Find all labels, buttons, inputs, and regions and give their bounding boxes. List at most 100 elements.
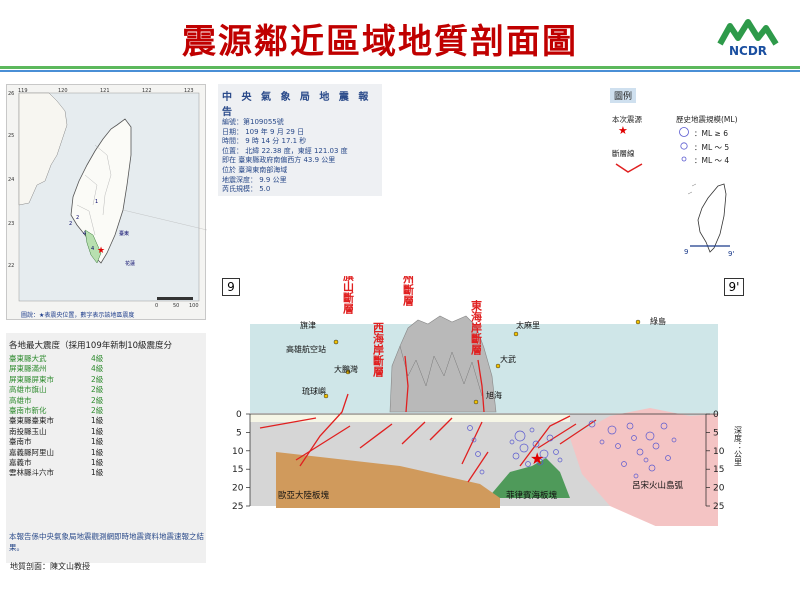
place-label: 旭海 (486, 390, 502, 400)
report-location: 位置： 北緯 22.38 度，東經 121.03 度 (222, 146, 348, 155)
profile-end-label: 9' (724, 278, 744, 296)
intensity-level: 1級 (91, 468, 104, 478)
fault-label-east-coast: 東海岸斷層 (470, 299, 483, 356)
map-lon-tick: 120 (58, 88, 68, 94)
historical-quake-circle (636, 448, 644, 456)
legend-star-icon: ★ (618, 124, 628, 137)
depth-tick-left: 5 (236, 428, 242, 438)
intensity-row: 高雄市 2級 (6, 396, 206, 406)
intensity-station: 臺東縣臺東市 (9, 416, 54, 426)
fault-label-qishan: 旗山斷層 (342, 276, 355, 315)
svg-text:50: 50 (173, 303, 179, 309)
profile-start-label: 9 (222, 278, 240, 296)
intensity-header: 各地最大震度（採用109年新制10級震度分 (9, 341, 173, 351)
historical-quake-circle (631, 435, 637, 441)
place-label: 大武 (500, 354, 516, 364)
depth-tick-left: 10 (232, 447, 244, 457)
historical-quake-circle (607, 425, 617, 435)
report-date: 日期： 109 年 9 月 29 日 (222, 127, 305, 136)
map-lon-tick: 119 (18, 88, 28, 94)
profile-credit: 地質剖面：陳文山教授 (10, 562, 90, 571)
intensity-station: 臺南市新化 (9, 406, 47, 416)
svg-text:1: 1 (95, 199, 98, 205)
intensity-level: 1級 (91, 458, 104, 468)
legend-history-label: 歷史地震規模(ML) (676, 115, 738, 124)
intensity-row: 屏東縣屏東市 2級 (6, 375, 206, 385)
depth-unit-label: 深度：公里 (734, 426, 743, 466)
intensity-row: 臺東縣臺東市 1級 (6, 416, 206, 426)
map-lat-tick: 22 (8, 263, 14, 269)
depth-tick-left: 0 (236, 410, 242, 420)
historical-earthquakes (467, 420, 677, 479)
report-depth: 地震深度： 9.9 公里 (222, 175, 287, 184)
depth-tick-right: 5 (713, 428, 719, 438)
intensity-station: 高雄市 (9, 395, 32, 405)
place-label: 琉球嶼 (302, 386, 326, 396)
fault-label-chaozhou: 潮州斷層 (402, 276, 416, 307)
depth-tick-right: 25 (713, 502, 724, 512)
luzon-arc-layer (570, 408, 718, 526)
svg-text:0: 0 (155, 303, 158, 309)
plate-label-luzon-arc: 呂宋火山島弧 (632, 480, 684, 491)
intensity-station: 高雄市旗山 (9, 385, 47, 395)
page-title: 震源鄰近區域地質剖面圖 (182, 22, 578, 62)
historical-quake-circle (643, 457, 649, 463)
logo-text: NCDR (728, 44, 768, 58)
legend-mag-4: ：ML ～ 4 (694, 156, 730, 165)
svg-text:9': 9' (728, 250, 734, 258)
historical-quake-circle (626, 422, 634, 430)
map-lat-tick: 23 (8, 221, 14, 227)
legend-mag-5: ：ML ～ 5 (694, 143, 730, 152)
svg-text:2: 2 (69, 221, 72, 227)
historical-quake-circle (660, 422, 668, 430)
intensity-level: 2級 (91, 374, 104, 384)
historical-quake-circle (479, 469, 485, 475)
place-marker (473, 399, 479, 405)
report-time: 時間： 9 時 14 分 17.1 秒 (222, 137, 307, 146)
historical-quake-circle (475, 451, 481, 457)
historical-quake-circle (588, 420, 596, 428)
report-magnitude: 芮氏規模： 5.0 (222, 185, 271, 194)
svg-text:4: 4 (83, 231, 86, 237)
historical-quake-circle (529, 427, 535, 433)
map-lat-tick: 26 (8, 91, 14, 97)
depth-tick-right: 10 (713, 447, 725, 457)
historical-quake-circle (652, 442, 660, 450)
legend-panel: 圖例 本次震源 ★ 斷層線 歷史地震規模(ML) ：ML ≥ 6 ：ML ～ 5… (608, 86, 758, 264)
intensity-station: 屏東縣屏東市 (9, 374, 54, 384)
legend-epicenter-label: 本次震源 (612, 115, 642, 124)
legend-mag-6: ：ML ≥ 6 (694, 129, 728, 138)
central-range-relief (389, 315, 497, 413)
historical-quake-circle (467, 425, 473, 431)
map-caption: 圖說：★表震央位置，數字表示該地區震度 (21, 311, 134, 319)
epicenter-star-icon: ★ (530, 449, 544, 468)
profile-location-inset-map: 9 9' (684, 183, 734, 258)
historical-quake-circle (536, 458, 544, 466)
historical-quake-circle (519, 443, 529, 453)
historical-quake-circle (648, 464, 656, 472)
map-lon-tick: 121 (100, 88, 110, 94)
svg-text:花蓮: 花蓮 (125, 260, 135, 267)
place-label: 太麻里 (516, 320, 540, 330)
place-marker (635, 319, 641, 325)
intensity-station: 嘉義縣阿里山 (9, 447, 54, 457)
ncdr-logo-icon (717, 19, 779, 46)
intensity-level: 1級 (91, 416, 104, 426)
place-marker (323, 393, 329, 399)
intensity-level: 4級 (91, 364, 104, 374)
intensity-level: 2級 (91, 385, 104, 395)
place-label: 綠島 (650, 316, 666, 326)
fault-label-west-coast: 西海岸斷層 (372, 322, 385, 378)
place-marker (495, 363, 501, 369)
intensity-level: 2級 (91, 395, 104, 405)
intensity-station: 南投縣玉山 (9, 426, 47, 436)
svg-text:臺東: 臺東 (119, 230, 129, 237)
